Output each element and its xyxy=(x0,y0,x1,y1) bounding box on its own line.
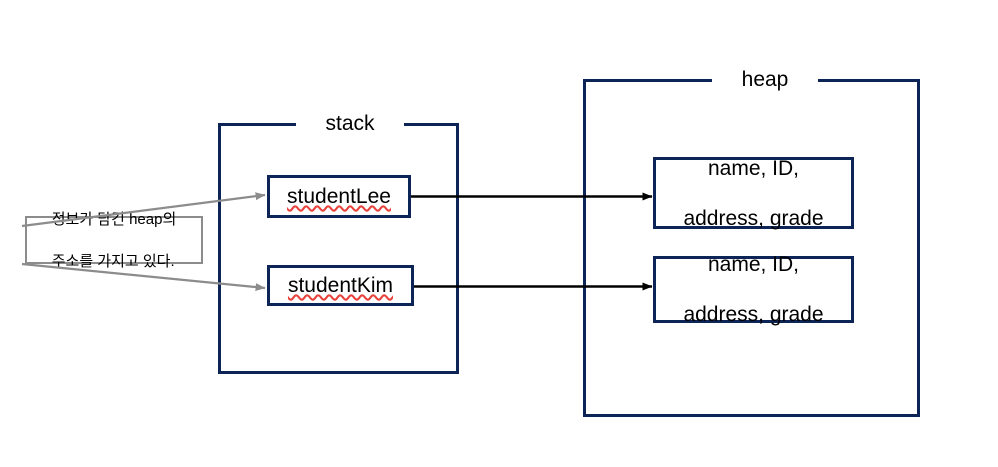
stack-variable-label: studentKim xyxy=(287,274,394,297)
heap-object-1: name, ID, address, grade xyxy=(653,157,854,230)
heap-object-line-2: address, grade xyxy=(683,303,824,326)
heap-object-text: name, ID, address, grade xyxy=(683,227,823,352)
stack-variable-studentKim: studentKim xyxy=(267,265,414,306)
stack-region xyxy=(218,123,459,374)
annotation-line-2: 주소를 가지고 있다. xyxy=(51,252,175,270)
stack-variable-label: studentLee xyxy=(287,185,391,208)
stack-region-label: stack xyxy=(296,113,404,137)
annotation-text: 정보가 담긴 heap의 주소를 가지고 있다. xyxy=(44,188,185,293)
heap-region-label: heap xyxy=(712,69,818,93)
annotation-line-1: 정보가 담긴 heap의 xyxy=(51,210,177,228)
stack-variable-studentLee: studentLee xyxy=(267,175,411,218)
heap-object-2: name, ID, address, grade xyxy=(653,253,854,326)
heap-object-text: name, ID, address, grade xyxy=(683,131,823,256)
heap-object-line-1: name, ID, xyxy=(707,253,800,276)
heap-object-line-2: address, grade xyxy=(683,206,824,230)
annotation-callout: 정보가 담긴 heap의 주소를 가지고 있다. xyxy=(25,211,203,270)
heap-object-line-1: name, ID, xyxy=(707,156,800,180)
